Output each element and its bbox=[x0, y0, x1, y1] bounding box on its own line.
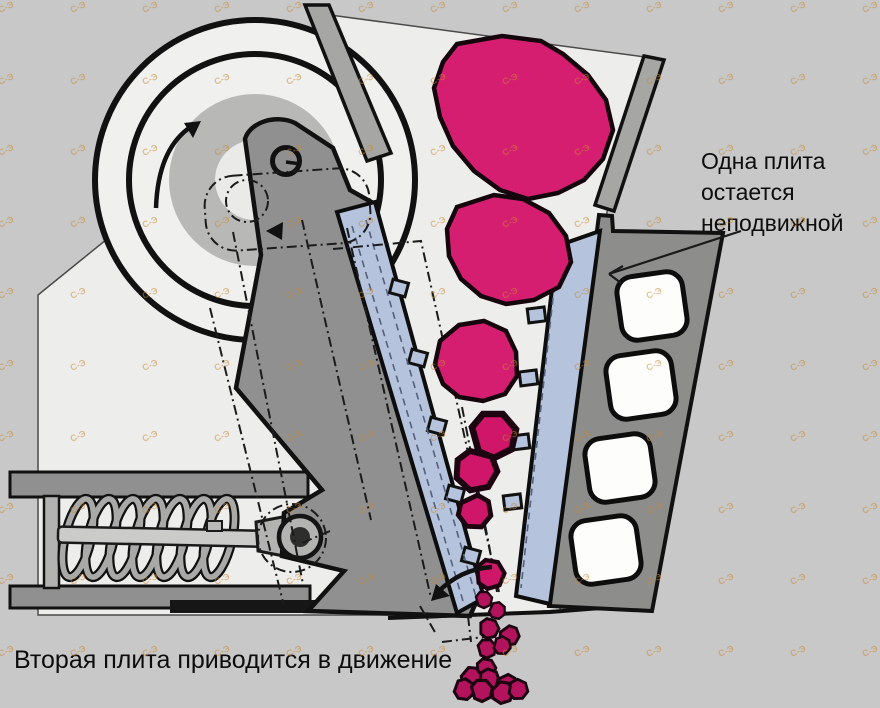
label-arrow bbox=[608, 229, 742, 284]
chute-wall-right bbox=[592, 53, 667, 214]
chute-wall-left bbox=[302, 3, 394, 164]
rock-2 bbox=[444, 192, 574, 307]
fixed-plate-teeth bbox=[501, 305, 548, 512]
moving-plate-teeth bbox=[387, 277, 483, 567]
label-fixed-line3: неподвижной bbox=[701, 210, 844, 236]
label-fixed-plate: Одна плита остается неподвижной bbox=[701, 146, 843, 239]
eccentric-shaft bbox=[270, 145, 302, 177]
fixed-jaw bbox=[546, 212, 726, 614]
oscillation-arrow-icon bbox=[431, 564, 493, 601]
label-fixed-line2: остается bbox=[701, 179, 795, 205]
rock-3 bbox=[432, 318, 520, 404]
moving-jaw-arm bbox=[233, 117, 481, 619]
chute-walls bbox=[302, 3, 667, 214]
fixed-jaw-holes bbox=[568, 269, 690, 587]
frame-bar-top bbox=[8, 470, 310, 499]
feed-rocks bbox=[431, 33, 616, 404]
eccentric-motion-arrowhead bbox=[266, 222, 283, 240]
label-fixed-line1: Одна плита bbox=[701, 148, 826, 174]
rod-collar bbox=[206, 520, 223, 532]
rotation-arrow-icon bbox=[153, 121, 201, 209]
fixed-jaw-plate bbox=[501, 228, 603, 607]
spring-end-plate bbox=[42, 494, 61, 590]
label-moving-plate: Вторая плита приводится в движение bbox=[14, 646, 453, 674]
rock-large-top bbox=[431, 33, 616, 202]
